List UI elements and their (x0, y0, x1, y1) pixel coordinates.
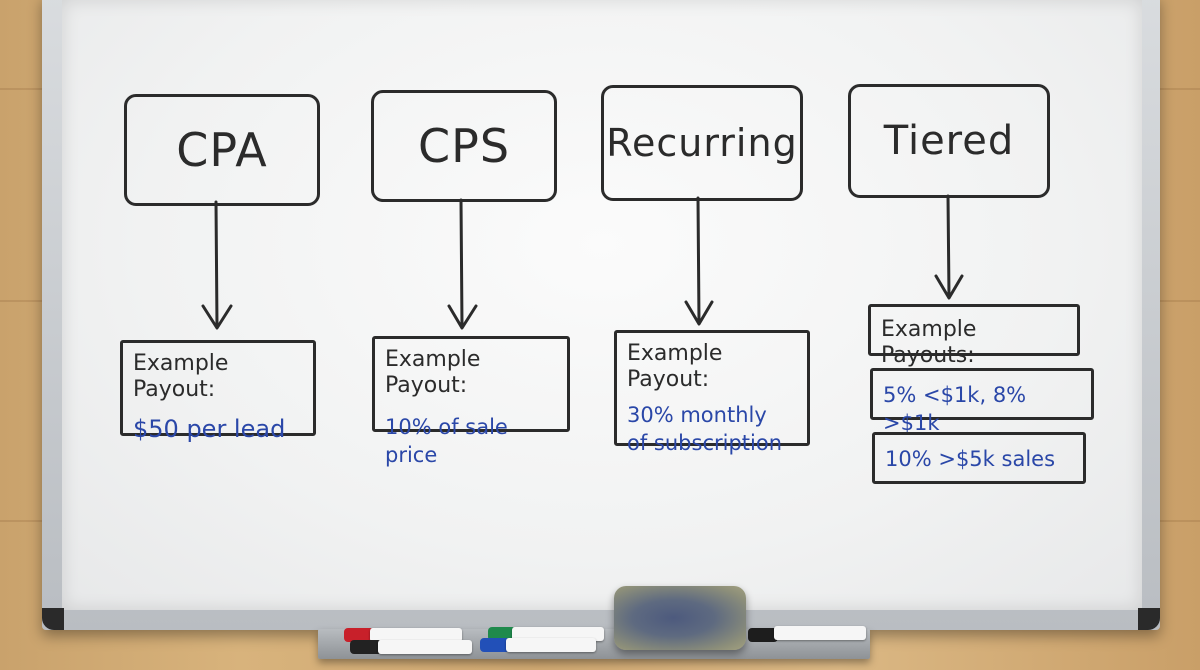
black-marker-right[interactable] (774, 626, 866, 640)
red-marker-cap[interactable] (344, 628, 374, 642)
arrow-cps (447, 198, 478, 330)
heading-box-recurring: Recurring (601, 85, 803, 201)
payout-value-tiered-line2: 10% >$5k sales (885, 447, 1056, 471)
frame-corner-left (42, 608, 64, 630)
red-marker[interactable] (370, 628, 462, 642)
payout-box-recurring: Example Payout: 30% monthly of subscript… (614, 330, 810, 455)
arrow-recurring (684, 196, 714, 326)
green-marker[interactable] (512, 627, 604, 641)
heading-tiered: Tiered (883, 118, 1015, 164)
heading-box-cpa: CPA (124, 94, 320, 206)
payout-box-tiered-line2: 10% >$5k sales (872, 432, 1086, 484)
black-marker-right-cap[interactable] (748, 628, 778, 642)
payout-heading-recurring: Example Payout: (627, 341, 723, 392)
heading-box-tiered: Tiered (848, 84, 1050, 198)
payout-heading-cpa: Example Payout: (133, 351, 229, 402)
heading-cps: CPS (417, 119, 511, 173)
arrow-tiered (934, 194, 964, 300)
blue-marker-cap[interactable] (480, 638, 510, 652)
payout-value-tiered-line1: 5% <$1k, 8% >$1k (883, 383, 1027, 435)
frame-corner-right (1138, 608, 1160, 630)
payout-box-cps: Example Payout: 10% of sale price (372, 336, 570, 467)
black-marker-left[interactable] (378, 640, 472, 654)
black-marker-cap[interactable] (350, 640, 382, 654)
payout-box-tiered-line1: 5% <$1k, 8% >$1k (870, 368, 1094, 435)
payout-value-cpa: $50 per lead (133, 415, 286, 443)
payout-box-cpa: Example Payout: $50 per lead (120, 340, 316, 443)
heading-box-cps: CPS (371, 90, 557, 202)
payout-box-tiered-heading: Example Payouts: (868, 304, 1080, 368)
payout-value-recurring-line2: of subscription (627, 431, 783, 455)
payout-value-cps: 10% of sale price (385, 415, 508, 467)
heading-cpa: CPA (176, 123, 268, 177)
arrow-cpa (201, 200, 233, 330)
payout-heading-cps: Example Payout: (385, 347, 481, 398)
heading-recurring: Recurring (606, 121, 798, 165)
blue-marker[interactable] (506, 638, 596, 652)
whiteboard-eraser[interactable] (614, 586, 746, 650)
payout-value-recurring-line1: 30% monthly (627, 403, 767, 427)
green-marker-cap[interactable] (488, 627, 516, 641)
payout-heading-tiered: Example Payouts: (881, 317, 977, 368)
